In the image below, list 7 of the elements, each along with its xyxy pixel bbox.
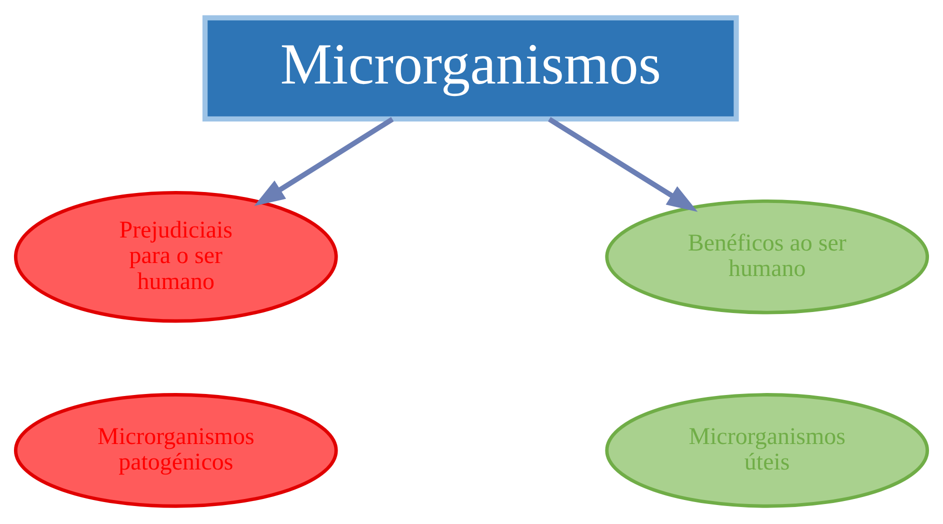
node-ellipse: Benéficos ao ser humano <box>605 199 930 314</box>
node-ellipse: Prejudiciais para o ser humano <box>14 190 338 323</box>
arrow <box>254 117 394 206</box>
node-ellipse: Microrganismos úteis <box>605 393 930 508</box>
node-ellipse: Microrganismos patogénicos <box>14 393 338 508</box>
node-box: Microrganismos <box>202 15 739 122</box>
arrow <box>548 117 698 212</box>
